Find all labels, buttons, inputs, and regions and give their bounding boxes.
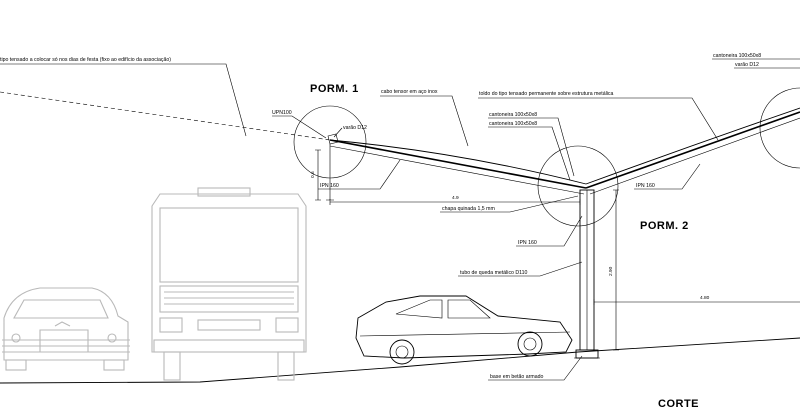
left-plate: [327, 133, 339, 145]
ground-line: [0, 337, 800, 384]
dim-height-left-line: [315, 149, 321, 201]
detail-circle-3: [759, 87, 800, 169]
upn-leader: [272, 115, 327, 139]
porm2-label: PORM. 2: [640, 220, 689, 232]
cantoneira-b-label: cantoneira 100x50x8: [489, 121, 537, 127]
ipn-right-leader: [634, 163, 701, 190]
bus-illustration: [151, 187, 307, 381]
upn100-label: UPN100: [272, 110, 292, 116]
left-post: [326, 144, 334, 201]
car-left-illustration: [2, 287, 130, 371]
corte-title: CORTE: [658, 398, 699, 410]
dim-span-left-line: [329, 199, 581, 205]
cabo-tensor-label: cabo tensor em aço inox: [381, 89, 438, 95]
chapa-leader: [440, 195, 579, 213]
sedan-illustration: [355, 295, 573, 365]
cantoneira-a-leader: [488, 117, 575, 177]
ipn-right-label: IPN 160: [636, 183, 655, 189]
steel-column: [574, 189, 600, 359]
base-label: base em betão armado: [490, 374, 543, 380]
cantoneira-a-label: cantoneira 100x50x8: [489, 112, 537, 118]
ipn-mid-label: IPN 160: [518, 240, 537, 246]
chapa-label: chapa quinada 1,5 mm: [442, 206, 495, 212]
ipn-mid-leader: [516, 215, 583, 247]
beam-left: [329, 139, 587, 189]
beam-left-inner: [329, 145, 585, 195]
awning-note: tipo tensado a colocar só nos dias de fe…: [0, 57, 171, 63]
toldo-leader: [478, 97, 719, 141]
cabo-leader: [380, 95, 469, 147]
awning-leader: [0, 63, 247, 137]
dim-span-left: 4.9: [452, 195, 459, 201]
beam-right-inner: [589, 117, 800, 195]
dim-height-left: 0.6: [310, 171, 316, 178]
cantoneira-b-leader: [488, 126, 571, 181]
toldo-label: toldo do tipo tensado permanente sobre e…: [479, 91, 613, 97]
cantoneira-right-label: cantoneira 100x50x8: [713, 53, 761, 59]
dim-column: 2.90: [608, 266, 614, 276]
fabric-right: [585, 107, 800, 185]
detail-circle-2: [537, 145, 619, 227]
ipn-left-label: IPN 160: [320, 183, 339, 189]
beam-right: [585, 111, 800, 189]
dim-span-right: 4.80: [700, 295, 710, 301]
ipn-left-leader: [318, 159, 401, 190]
base-leader: [488, 355, 583, 381]
porm1-label: PORM. 1: [310, 83, 359, 95]
tubo-leader: [458, 261, 583, 277]
varao-left-label: varão D12: [343, 125, 367, 131]
tubo-label: tubo de queda metálico D110: [460, 270, 528, 276]
varao-right-label: varão D12: [735, 62, 759, 68]
dim-span-right-line: [593, 299, 800, 305]
fabric-left: [329, 139, 587, 185]
varao-left-leader: [333, 127, 343, 138]
dim-column-line: [613, 189, 619, 351]
